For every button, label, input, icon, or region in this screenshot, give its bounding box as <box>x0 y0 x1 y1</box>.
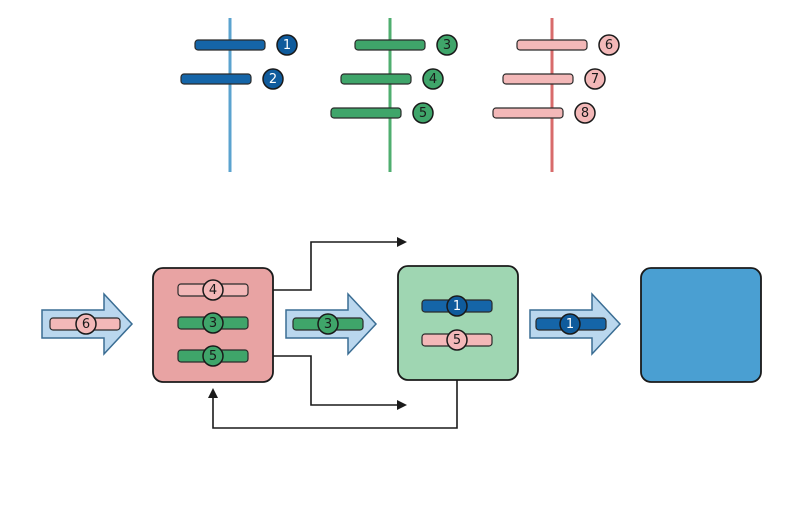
timeline-event-label: 1 <box>283 38 291 53</box>
timeline-event-label: 5 <box>419 106 427 121</box>
timeline-event-badge <box>436 34 458 56</box>
branch-up-connector <box>248 237 407 291</box>
delivered-message-label: 1 <box>566 317 574 332</box>
timeline-blue: 12 <box>180 18 298 172</box>
connectors-group <box>208 237 458 429</box>
transit-message-label: 3 <box>324 317 332 332</box>
timeline-event-bar <box>340 73 412 85</box>
timeline-pink: 6 7 8 <box>492 18 620 172</box>
stage-1-item-label: 3 <box>209 316 217 331</box>
input-message-label: 6 <box>82 317 90 332</box>
stage-3-box <box>640 267 762 383</box>
transit-message-badge <box>317 313 339 335</box>
timeline-event-label: 7 <box>591 72 599 87</box>
stage-2-item-label: 5 <box>453 333 461 348</box>
stage-2-item-badge <box>446 329 468 351</box>
timeline-event-bar <box>180 73 252 85</box>
flow-group: 6 4 3 5 3 1 5 1 <box>41 265 762 383</box>
stage-1-item-label: 5 <box>209 349 217 364</box>
timeline-event-label: 6 <box>605 38 613 53</box>
stage-2-box <box>397 265 519 381</box>
timeline-event-bar <box>330 107 402 119</box>
timeline-event-bar <box>502 73 574 85</box>
timeline-event-bar <box>354 39 426 51</box>
stage-1-item-badge <box>202 345 224 367</box>
stage-2-item-badge <box>446 295 468 317</box>
timeline-event-bar <box>492 107 564 119</box>
stage-1-item-badge <box>202 312 224 334</box>
timeline-event-badge <box>574 102 596 124</box>
feedback-connector <box>208 350 458 429</box>
timeline-event-label: 8 <box>581 106 589 121</box>
input-message-badge <box>75 313 97 335</box>
timeline-event-badge <box>584 68 606 90</box>
timeline-event-label: 3 <box>443 38 451 53</box>
timeline-event-badge <box>276 34 298 56</box>
timeline-event-badge <box>422 68 444 90</box>
stage-2-item-label: 1 <box>453 299 461 314</box>
timeline-green: 3 4 5 <box>330 18 458 172</box>
stage-1-item-label: 4 <box>209 283 217 298</box>
timeline-event-bar <box>194 39 266 51</box>
timeline-event-badge <box>598 34 620 56</box>
timeline-event-label: 4 <box>429 72 437 87</box>
timeline-event-badge <box>262 68 284 90</box>
timeline-event-badge <box>412 102 434 124</box>
timeline-event-label: 2 <box>269 72 277 87</box>
stage-1-item-badge <box>202 279 224 301</box>
timeline-event-bar <box>516 39 588 51</box>
branch-down-connector <box>248 355 407 410</box>
delivered-message-badge <box>559 313 581 335</box>
